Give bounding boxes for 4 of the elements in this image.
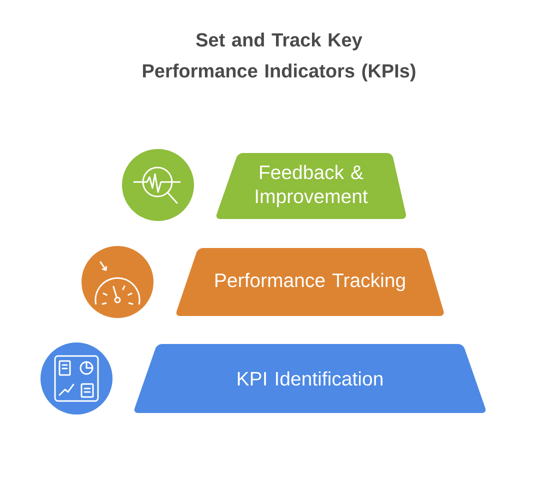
title: Set and Track Key Performance Indicators (KPIs) <box>143 32 416 82</box>
trapezoid-box: KPI Identification <box>134 344 486 413</box>
trapezoid-box: Performance Tracking <box>176 248 444 316</box>
trapezoid-box: Feedback & Improvement <box>216 153 406 219</box>
